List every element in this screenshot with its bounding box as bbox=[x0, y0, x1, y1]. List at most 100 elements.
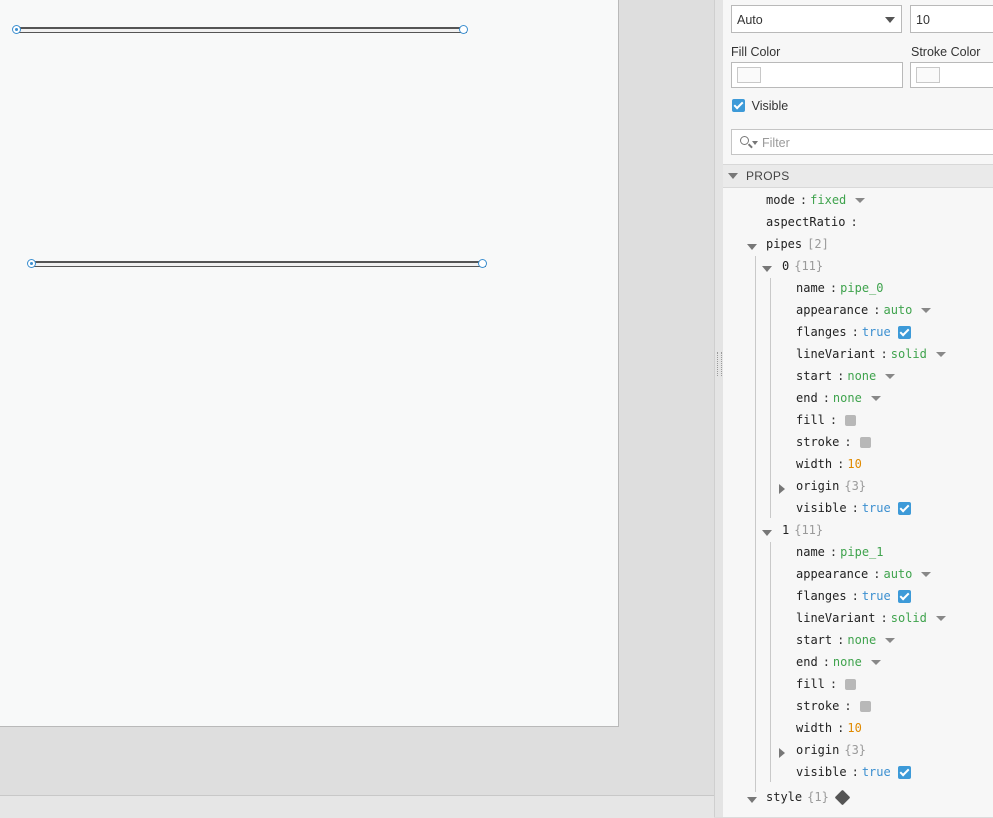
fill-color-swatch[interactable] bbox=[737, 67, 761, 83]
prop-value[interactable]: none bbox=[847, 369, 877, 383]
prop-row-pipe-1-line-variant[interactable]: lineVariant:solid bbox=[796, 611, 946, 633]
collapse-pipe-0-icon[interactable] bbox=[762, 266, 772, 272]
filter-options-chevron-icon[interactable] bbox=[752, 141, 758, 145]
chevron-down-icon[interactable] bbox=[885, 17, 895, 23]
prop-key: origin bbox=[796, 479, 840, 493]
prop-row-pipe-1-start[interactable]: start:none bbox=[796, 633, 896, 655]
width-input[interactable]: 10 bbox=[910, 5, 993, 33]
prop-value[interactable]: solid bbox=[890, 611, 927, 625]
collapse-style-icon[interactable] bbox=[747, 797, 757, 803]
prop-key: end bbox=[796, 391, 818, 405]
filter-input[interactable]: Filter bbox=[731, 129, 993, 155]
chevron-down-icon[interactable] bbox=[855, 198, 866, 203]
chevron-down-icon[interactable] bbox=[921, 308, 932, 313]
prop-key: flanges bbox=[796, 589, 847, 603]
prop-row-pipe-1-stroke[interactable]: stroke: bbox=[796, 699, 871, 721]
prop-row-pipe-0-visible[interactable]: visible:true bbox=[796, 501, 911, 523]
pipe-1-body[interactable] bbox=[30, 261, 486, 267]
prop-row-pipes[interactable]: pipes[2] bbox=[766, 237, 829, 259]
prop-value[interactable]: true bbox=[861, 325, 891, 339]
color-swatch-icon[interactable] bbox=[845, 415, 857, 426]
prop-row-pipe-1-name[interactable]: name:pipe_1 bbox=[796, 545, 884, 559]
checkbox-icon[interactable] bbox=[897, 326, 911, 339]
prop-row-pipe-0-appearance[interactable]: appearance:auto bbox=[796, 303, 932, 325]
visible-checkbox[interactable] bbox=[732, 99, 745, 113]
stroke-color-picker[interactable] bbox=[910, 62, 993, 88]
prop-row-pipe-1[interactable]: 1{11} bbox=[782, 523, 823, 545]
checkbox-icon[interactable] bbox=[897, 502, 911, 515]
pipe-0-body[interactable] bbox=[15, 27, 467, 33]
color-swatch-icon[interactable] bbox=[845, 679, 857, 690]
prop-value[interactable]: true bbox=[861, 501, 891, 515]
prop-value[interactable]: true bbox=[861, 589, 891, 603]
prop-row-pipe-0-fill[interactable]: fill: bbox=[796, 413, 857, 435]
prop-row-pipe-0-start[interactable]: start:none bbox=[796, 369, 896, 391]
prop-value[interactable]: pipe_0 bbox=[840, 281, 884, 295]
prop-row-pipe-0[interactable]: 0{11} bbox=[782, 259, 823, 281]
prop-row-pipe-1-visible[interactable]: visible:true bbox=[796, 765, 911, 787]
prop-value[interactable]: 10 bbox=[847, 457, 862, 471]
prop-row-pipe-0-width[interactable]: width:10 bbox=[796, 457, 862, 471]
prop-row-pipe-1-fill[interactable]: fill: bbox=[796, 677, 857, 699]
color-swatch-icon[interactable] bbox=[859, 437, 871, 448]
prop-value[interactable]: fixed bbox=[810, 193, 847, 207]
style-edit-icon[interactable] bbox=[834, 789, 851, 806]
props-section-header[interactable]: PROPS bbox=[723, 164, 993, 188]
prop-row-pipe-1-end[interactable]: end:none bbox=[796, 655, 881, 677]
prop-row-aspect-ratio[interactable]: aspectRatio: bbox=[766, 215, 858, 229]
chevron-down-icon[interactable] bbox=[870, 660, 881, 665]
collapse-props-icon[interactable] bbox=[728, 173, 738, 179]
prop-value[interactable]: none bbox=[832, 391, 862, 405]
chevron-down-icon[interactable] bbox=[935, 352, 946, 357]
checkbox-icon[interactable] bbox=[897, 590, 911, 603]
pipe-0[interactable] bbox=[12, 25, 468, 35]
prop-row-pipe-0-origin[interactable]: origin{3} bbox=[796, 479, 866, 501]
fill-color-picker[interactable] bbox=[731, 62, 903, 88]
color-swatch-icon[interactable] bbox=[859, 701, 871, 712]
chevron-down-icon[interactable] bbox=[885, 638, 896, 643]
pipe-1[interactable] bbox=[27, 259, 487, 269]
prop-row-pipe-0-flanges[interactable]: flanges:true bbox=[796, 325, 911, 347]
prop-row-pipe-0-stroke[interactable]: stroke: bbox=[796, 435, 871, 457]
type-select[interactable]: Auto bbox=[731, 5, 902, 33]
prop-row-pipe-0-end[interactable]: end:none bbox=[796, 391, 881, 413]
prop-row-mode[interactable]: mode:fixed bbox=[766, 193, 866, 215]
pipe-1-end-handle[interactable] bbox=[478, 259, 487, 268]
prop-row-pipe-1-origin[interactable]: origin{3} bbox=[796, 743, 866, 765]
stroke-color-swatch[interactable] bbox=[916, 67, 940, 83]
prop-value[interactable]: pipe_1 bbox=[840, 545, 884, 559]
visible-toggle[interactable]: Visible bbox=[732, 97, 788, 113]
prop-row-style[interactable]: style{1} bbox=[766, 789, 851, 812]
prop-row-pipe-1-flanges[interactable]: flanges:true bbox=[796, 589, 911, 611]
pipe-1-start-handle[interactable] bbox=[27, 259, 36, 268]
splitter-grip-icon[interactable] bbox=[717, 352, 722, 376]
checkbox-icon[interactable] bbox=[897, 766, 911, 779]
prop-value[interactable]: solid bbox=[890, 347, 927, 361]
prop-value[interactable]: 10 bbox=[847, 721, 862, 735]
prop-row-pipe-0-line-variant[interactable]: lineVariant:solid bbox=[796, 347, 946, 369]
prop-key: lineVariant bbox=[796, 611, 876, 625]
filter-placeholder: Filter bbox=[762, 136, 790, 150]
prop-value[interactable]: auto bbox=[883, 567, 913, 581]
collapse-pipe-1-icon[interactable] bbox=[762, 530, 772, 536]
chevron-down-icon[interactable] bbox=[935, 616, 946, 621]
expand-origin-icon[interactable] bbox=[779, 748, 785, 758]
chevron-down-icon[interactable] bbox=[885, 374, 896, 379]
pipe-0-end-handle[interactable] bbox=[459, 25, 468, 34]
prop-row-pipe-1-width[interactable]: width:10 bbox=[796, 721, 862, 735]
prop-value[interactable]: none bbox=[832, 655, 862, 669]
prop-value[interactable]: auto bbox=[883, 303, 913, 317]
prop-row-pipe-0-name[interactable]: name:pipe_0 bbox=[796, 281, 884, 295]
prop-row-pipe-1-appearance[interactable]: appearance:auto bbox=[796, 567, 932, 589]
fill-color-label: Fill Color bbox=[731, 45, 781, 59]
chevron-down-icon[interactable] bbox=[870, 396, 881, 401]
collapse-pipes-icon[interactable] bbox=[747, 244, 757, 250]
view-canvas[interactable] bbox=[0, 0, 619, 727]
expand-origin-icon[interactable] bbox=[779, 484, 785, 494]
horizontal-scrollbar[interactable] bbox=[0, 795, 714, 818]
prop-value[interactable]: none bbox=[847, 633, 877, 647]
chevron-down-icon[interactable] bbox=[921, 572, 932, 577]
panel-splitter[interactable] bbox=[714, 0, 724, 817]
prop-value[interactable]: true bbox=[861, 765, 891, 779]
pipe-0-start-handle[interactable] bbox=[12, 25, 21, 34]
